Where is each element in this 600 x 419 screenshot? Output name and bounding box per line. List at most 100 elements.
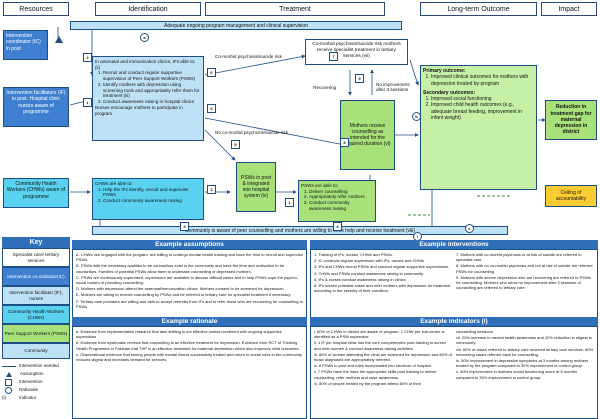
legend-symbol-label: Indicator [19,395,37,401]
interventions-title: Example interventions [310,240,598,249]
rationale-marker-c: c [465,224,474,233]
legend-item-psw: Peer Support Workers (PSWs) [2,324,70,343]
label-comorbid-upper: Co-morbid psychosis/suicide risk [215,54,282,59]
arrow-clinics-to-psw [204,129,236,161]
intervention-item: 8. Mothers with no co-morbid psychosis a… [456,263,593,274]
psw-item: Appropriately refer mothers [309,194,373,200]
header-treatment: Treatment [205,2,385,16]
legend-item-if: Intervention facilitator (IF), nurses [2,286,70,305]
intervention-item: 5. IFs & nurses conduct awareness raisin… [314,276,407,282]
legend-item-chw: Community Health Workers (CHWs) [2,305,70,324]
legend-symbols: Intervention needed Assumption Intervent… [2,362,70,402]
chw-item: Conduct community awareness raising [103,198,201,204]
legend-item-specialist: Specialist care/ tertiary services [2,248,70,267]
indicator-item: x. 50% improvement in mothers social fun… [456,369,577,380]
legend-symbol-label: Intervention [19,379,43,385]
indicators-panel: Example indicators (i) i. 80% of CHWs in… [310,317,598,419]
legend-symbol-label: Rationale [19,387,39,393]
secondary-outcome-item: Improved social functioning [431,96,534,102]
arrow-comorbid-upper [204,54,306,76]
interventions-right: 7. Mothers with co-morbid psychosis or a… [456,252,594,317]
assumption-item: A. CHWs' are engaged with the program, a… [76,252,303,263]
chws-box: Community Health Workers (CHWs) aware of… [3,178,69,208]
clinics-item: Recruit and conduct regular supportive s… [103,70,201,81]
clinics-box: In antenatal and immunization clinics, I… [92,56,204,141]
intervention-marker-2: 2 [83,53,92,62]
rationale-item: b. Evidence from systematic reviews that… [76,340,300,351]
rationale-panel: Example rationale a. Evidence from imple… [72,317,307,419]
label-recovering: Recovering [313,85,337,90]
legend: Key Specialist care/ tertiary services I… [2,237,70,412]
assumptions-body: A. CHWs' are engaged with the program, a… [72,249,307,320]
indicator-item: v. 7 PSWs have the have the appropriate … [314,369,437,380]
clinics-item: Identify mothers with depression using s… [103,82,201,99]
intervention-marker-1: 1 [83,98,92,107]
ifs-box: Intervention facilitators (IF) in post. … [3,87,69,127]
intervention-marker-1b: 1 [285,198,294,207]
label-no-comorbid: No co-morbid psychosis/suicide risk [215,130,289,135]
intervention-marker-3: 3 [207,185,216,194]
indicator-item: iii. 80% of women attending the clinic a… [314,351,452,362]
assumption-item: E. Mothers are willing to receive counse… [76,292,292,298]
intervention-needed-line-icon [2,365,16,367]
indicators-left: i. 80% of CHWs in district are aware of … [314,329,452,416]
clinics-item: Conduct awareness raising in hospital cl… [103,99,201,105]
secondary-outcome-item: Improved child health outcomes (e.g., ad… [431,102,534,121]
indicator-item: viii. 80% of cases referred to tertiary … [456,346,594,357]
psw-item: Deliver counselling [309,189,373,195]
legend-symbol-label: Intervention needed [19,363,59,368]
rationale-body: a. Evidence from implementation research… [72,326,307,419]
header-identification: Identification [95,2,201,16]
assumption-item: B. PSWs with the necessary qualities to … [76,263,285,274]
outcomes-box: Primary outcome: Improved clinical outco… [420,65,537,190]
psw-item: Conduct community awareness raising [309,200,373,211]
assumption-item: F. Tertiary care providers are willing a… [76,298,303,309]
header-long-term-outcome: Long-term Outcome [420,2,537,16]
rationale-item: c. Observational evidence that seeing pe… [76,351,302,362]
intervention-item: 1. Training of IFs, nurses, CHWs and PSW… [314,252,393,257]
intervention-marker-4b: 4 [333,222,342,231]
intervention-item: 7. Mothers with co-morbid psychosis or a… [456,252,582,263]
legend-item-ic: Intervention co-ordinator(IC) [2,267,70,286]
intervention-marker-5: 5 [231,140,240,149]
legend-symbol-label: Assumption [20,371,44,377]
arrow-comorbid-to-outcomes [409,59,419,86]
primary-outcome-title: Primary outcome: [423,68,466,74]
interventions-panel: Example interventions 1. Training of IFs… [310,240,598,320]
clinics-title: In antenatal and immunization clinics, I… [95,59,196,70]
interventions-body: 1. Training of IFs, nurses, CHWs and PSW… [310,249,598,320]
indicator-item: ii. 1 IF per hospital clinic has the cor… [314,340,447,351]
indicator-item: counselling sessions. [456,329,494,334]
banner-bottom: Community is aware of peer counselling a… [92,226,508,235]
chw-title: CHWs are able to: [95,181,133,186]
indicator-item: iv. 8 PSWs in post and roles incorporate… [314,363,432,369]
legend-symbol-row: Assumption [2,370,70,378]
intervention-item: 9. Mothers with severe depression who ar… [456,274,591,291]
primary-outcome-item: Improved clinical outcomes for mothers w… [431,74,534,87]
intervention-item: 2. IC conducts regular supervision with … [314,258,426,264]
legend-symbol-row: Rationale [2,386,70,394]
assumptions-title: Example assumptions [72,240,307,249]
legend-symbol-row: Intervention needed [2,362,70,370]
rationale-marker-b: b [412,112,421,121]
legend-item-community: Community [2,343,70,359]
intervention-marker-9: 9 [355,74,364,83]
indicators-title: Example indicators (i) [310,317,598,326]
label-no-improvement: No improvement after 3 sessions [376,82,410,92]
arrow-no-comorbid [204,117,346,147]
psw-post-box: PSWs in post & integrated into hospital … [236,162,276,212]
intervention-marker-6b: 6 [207,104,216,113]
secondary-outcome-title: Secondary outcomes: [423,89,476,96]
chw-abilities-box: CHWs are able to: Help the IFs identify,… [92,178,204,220]
intervention-square-icon [5,378,12,386]
rationale-title: Example rationale [72,317,307,326]
intervention-item: 3. IFs and CHWs recruit PSWs and conduct… [314,264,450,270]
header-impact: Impact [541,2,597,16]
indicator-item: vii. 20% increase in mental health aware… [456,335,592,346]
header-resources: Resources [3,2,69,16]
indicator-item: ix. 50% improvement in depressive sympto… [456,357,589,369]
chw-item: Help the IFs identify, recruit and super… [103,187,201,198]
rationale-circle-icon [5,386,12,394]
legend-symbol-row: (i) Indicator [2,394,70,402]
assumption-triangle-icon [6,371,12,377]
